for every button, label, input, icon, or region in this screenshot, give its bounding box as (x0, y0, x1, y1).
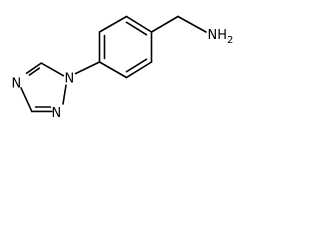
amine-label: NH2 (208, 28, 234, 46)
bond-b5-b6-inner (125, 58, 148, 73)
bond-b6-b1 (98, 61, 128, 79)
chemical-structure-diagram: N N N NH2 (12, 15, 234, 121)
aminomethyl-group (150, 15, 207, 33)
bond-c5-n4 (25, 62, 43, 75)
structure-canvas: N N N NH2 (0, 0, 268, 136)
bond-n1-c-ipso (74, 61, 101, 75)
bond-b3-b4-inner (125, 21, 148, 36)
amine-subscript: 2 (227, 35, 233, 46)
bond-b2-b3 (98, 15, 128, 33)
ring-n4-label: N (12, 77, 22, 92)
bond-n1-c5 (40, 62, 65, 77)
triazole-ring (20, 62, 67, 113)
ring-n1-label: N (65, 72, 75, 87)
bond-ch2-nh2 (177, 15, 207, 33)
atom-labels: N N N NH2 (12, 28, 234, 121)
bond-b3-b4 (125, 15, 153, 33)
bond-n4-c3 (20, 87, 33, 113)
bond-b4-ch2 (150, 15, 179, 33)
bond-c5-n4-inner (28, 67, 41, 76)
benzene-ring (98, 15, 153, 79)
bond-b5-b6 (125, 61, 153, 79)
bond-n2-n1 (62, 84, 67, 105)
n1-phenyl-bond (74, 61, 101, 75)
amine-nh-text: NH (208, 28, 228, 43)
ring-n2-label: N (52, 106, 62, 121)
